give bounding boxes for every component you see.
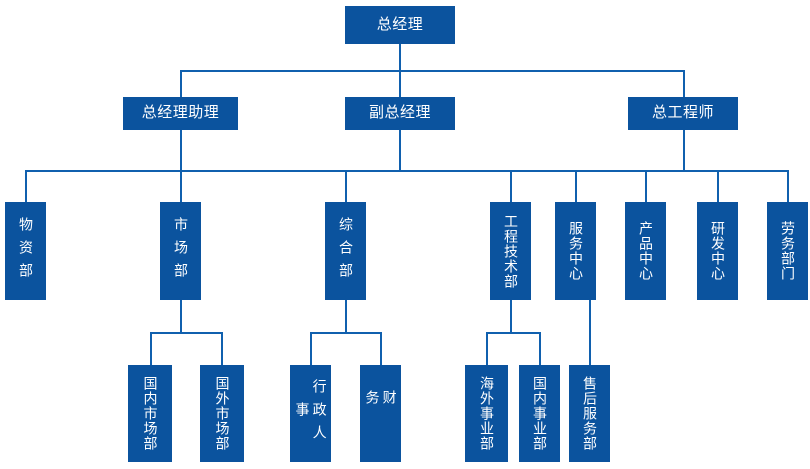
connector-marketing-dept-down bbox=[180, 300, 182, 332]
node-gm[interactable]: 总经理 bbox=[345, 6, 455, 44]
connector-to-product-center bbox=[645, 170, 647, 202]
node-overseas-business-dept[interactable]: 海外事业部 bbox=[465, 365, 508, 462]
node-marketing-dept-label: 市场部 bbox=[173, 216, 190, 286]
node-after-sales-service-dept-label: 售后服务部 bbox=[582, 376, 599, 451]
connector-gm-down bbox=[399, 44, 401, 70]
connector-to-materials-dept bbox=[25, 170, 27, 202]
node-gm-assistant[interactable]: 总经理助理 bbox=[123, 97, 238, 130]
connector-engineering-tech-dept-down bbox=[510, 300, 512, 332]
connector-to-admin-hr-dept bbox=[310, 332, 312, 365]
node-deputy-gm-label: 副总经理 bbox=[368, 104, 431, 122]
node-finance-dept[interactable]: 财务 bbox=[360, 365, 401, 462]
node-domestic-business-dept-label: 国内事业部 bbox=[532, 376, 549, 451]
node-admin-hr-dept[interactable]: 行政人事 bbox=[290, 365, 331, 462]
node-engineering-tech-dept[interactable]: 工程技术部 bbox=[490, 202, 531, 300]
node-admin-hr-dept-label: 行政人事 bbox=[294, 379, 328, 448]
node-after-sales-service-dept[interactable]: 售后服务部 bbox=[569, 365, 610, 462]
connector-level3-bus bbox=[25, 170, 787, 172]
connector-to-labor-dept bbox=[787, 170, 789, 202]
connector-to-domestic-business-dept bbox=[539, 332, 541, 365]
connector-to-overseas-market-dept bbox=[221, 332, 223, 365]
node-engineering-tech-dept-label: 工程技术部 bbox=[503, 213, 520, 289]
node-product-center[interactable]: 产品中心 bbox=[625, 202, 666, 300]
connector-to-service-center bbox=[575, 170, 577, 202]
connector-engineering-children-bus bbox=[486, 332, 540, 334]
node-rd-center-label: 研发中心 bbox=[710, 221, 727, 281]
connector-gm-assistant-down bbox=[180, 130, 182, 170]
node-labor-dept-label: 劳务部门 bbox=[780, 221, 797, 281]
node-deputy-gm[interactable]: 副总经理 bbox=[345, 97, 455, 130]
connector-chief-engineer-down bbox=[683, 130, 685, 170]
node-chief-engineer-label: 总工程师 bbox=[651, 104, 714, 122]
connector-to-deputy-gm bbox=[399, 70, 401, 97]
connector-level2-bus bbox=[180, 70, 684, 72]
connector-general-affairs-dept-down bbox=[345, 300, 347, 332]
node-overseas-business-dept-label: 海外事业部 bbox=[479, 376, 496, 451]
connector-to-domestic-market-dept bbox=[150, 332, 152, 365]
node-domestic-market-dept-label: 国内市场部 bbox=[142, 376, 159, 451]
connector-to-gm-assistant bbox=[180, 70, 182, 97]
node-domestic-market-dept[interactable]: 国内市场部 bbox=[128, 365, 172, 462]
node-labor-dept[interactable]: 劳务部门 bbox=[767, 202, 808, 300]
connector-service-center-to-after-sales bbox=[589, 300, 591, 365]
connector-deputy-gm-down bbox=[399, 130, 401, 170]
node-materials-dept[interactable]: 物资部 bbox=[5, 202, 46, 300]
node-chief-engineer[interactable]: 总工程师 bbox=[628, 97, 738, 130]
node-gm-label: 总经理 bbox=[376, 15, 424, 33]
node-gm-assistant-label: 总经理助理 bbox=[141, 104, 220, 122]
node-general-affairs-dept-label: 综合部 bbox=[338, 216, 355, 286]
connector-to-engineering-tech-dept bbox=[510, 170, 512, 202]
node-overseas-market-dept-label: 国外市场部 bbox=[214, 376, 231, 451]
connector-to-rd-center bbox=[717, 170, 719, 202]
node-general-affairs-dept[interactable]: 综合部 bbox=[325, 202, 366, 300]
connector-to-finance-dept bbox=[380, 332, 382, 365]
connector-to-marketing-dept bbox=[180, 170, 182, 202]
node-service-center-label: 服务中心 bbox=[568, 221, 585, 281]
connector-to-overseas-business-dept bbox=[486, 332, 488, 365]
node-materials-dept-label: 物资部 bbox=[18, 216, 35, 286]
connector-to-chief-engineer bbox=[683, 70, 685, 97]
node-service-center[interactable]: 服务中心 bbox=[555, 202, 596, 300]
node-rd-center[interactable]: 研发中心 bbox=[697, 202, 738, 300]
node-domestic-business-dept[interactable]: 国内事业部 bbox=[519, 365, 560, 462]
node-marketing-dept[interactable]: 市场部 bbox=[160, 202, 201, 300]
connector-marketing-children-bus bbox=[150, 332, 222, 334]
connector-to-general-affairs-dept bbox=[345, 170, 347, 202]
node-finance-dept-label: 财务 bbox=[364, 389, 398, 438]
node-product-center-label: 产品中心 bbox=[638, 221, 655, 281]
connector-general-affairs-children-bus bbox=[310, 332, 380, 334]
node-overseas-market-dept[interactable]: 国外市场部 bbox=[200, 365, 244, 462]
